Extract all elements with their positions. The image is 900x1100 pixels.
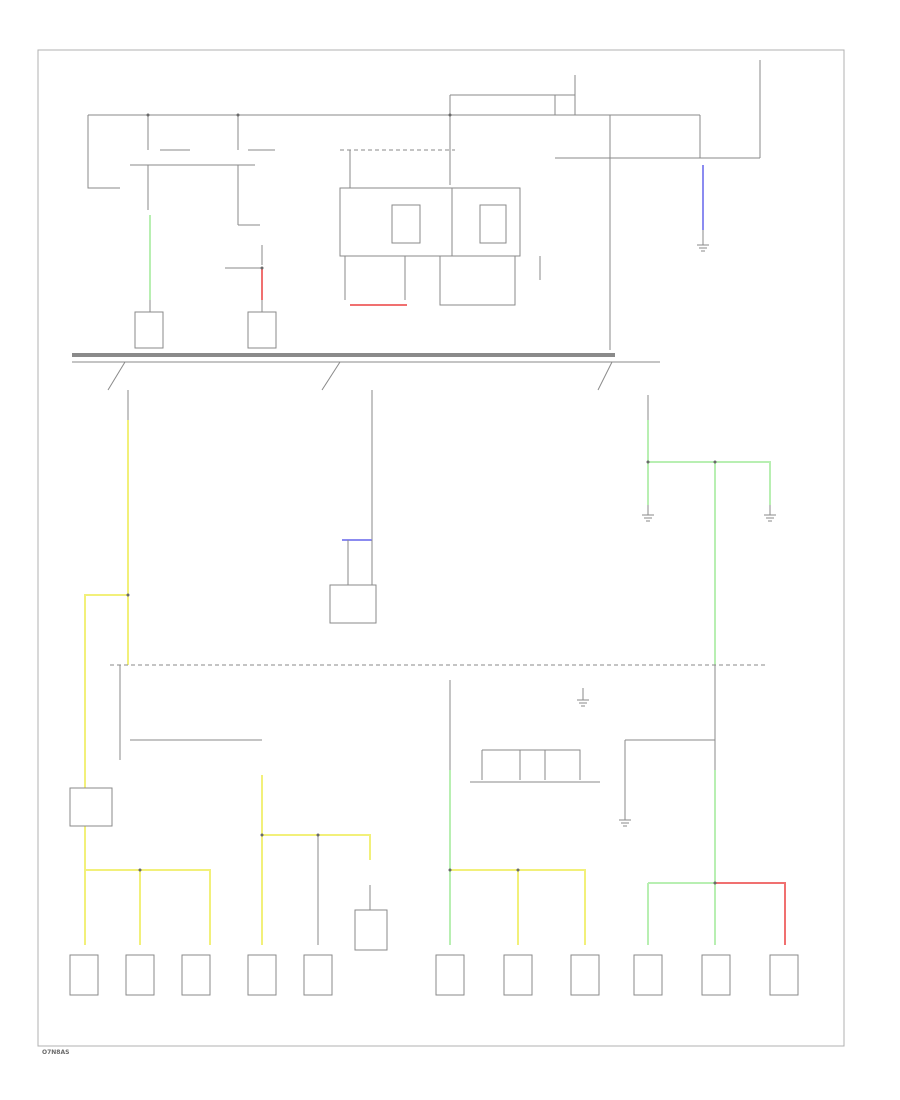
lower-right-group: [619, 665, 799, 996]
relay-module-box: [339, 149, 541, 306]
lower-left-group: [69, 787, 211, 996]
bus-taps: [107, 361, 649, 540]
center-middle-component: [329, 539, 377, 624]
left-yellow-trunk: [84, 420, 130, 945]
diagram-frame: [37, 49, 845, 1047]
right-green-tree: [642, 420, 776, 665]
lower-center-left-group: [247, 775, 388, 996]
diagram-code: O7N8AS: [42, 1049, 69, 1056]
left-top-components: [134, 215, 277, 349]
lower-center-group: [435, 680, 600, 996]
top-power-section: [87, 60, 761, 350]
